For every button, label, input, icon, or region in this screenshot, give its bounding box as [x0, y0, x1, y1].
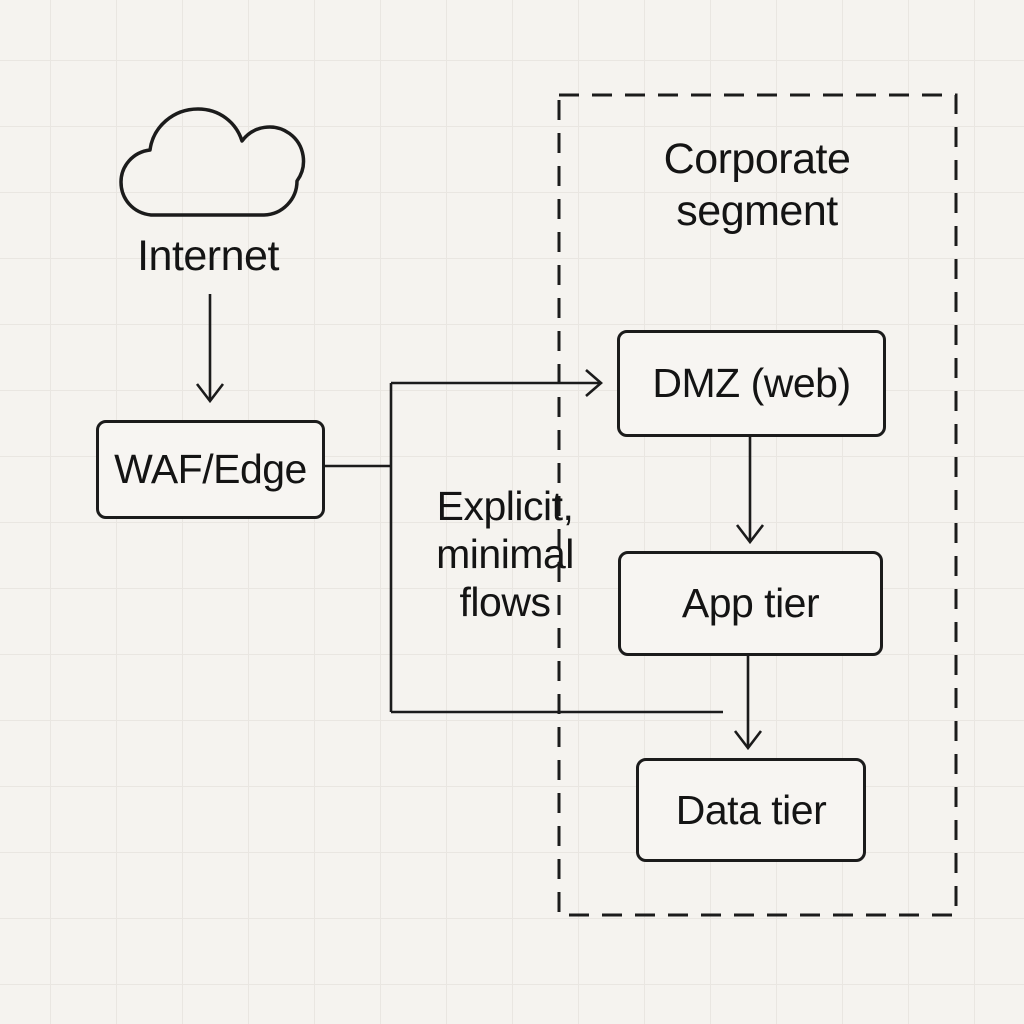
cloud-outline: [119, 107, 306, 217]
internet-label: Internet: [137, 232, 279, 280]
node-data-tier: Data tier: [636, 758, 866, 862]
node-app-tier: App tier: [618, 551, 883, 656]
explicit-minimal-flows-annotation: Explicit, minimal flows: [436, 483, 574, 625]
arrowhead-dmz-app: [735, 524, 765, 545]
node-app-tier-label: App tier: [681, 580, 820, 626]
arrowhead-app-data: [733, 730, 763, 751]
corporate-segment-label: Corporate segment: [663, 135, 851, 235]
node-dmz-web-label: DMZ (web): [652, 360, 851, 406]
arrowhead-internet-waf: [195, 383, 225, 404]
arrowhead-waf-dmz: [585, 369, 603, 397]
node-dmz-web: DMZ (web): [617, 330, 886, 437]
node-data-tier-label: Data tier: [675, 786, 827, 833]
node-waf-edge: WAF/Edge: [96, 420, 325, 519]
corporate-segment-boundary: [557, 93, 958, 917]
cloud-icon: [119, 107, 306, 217]
node-waf-edge-label: WAF/Edge: [114, 446, 307, 492]
